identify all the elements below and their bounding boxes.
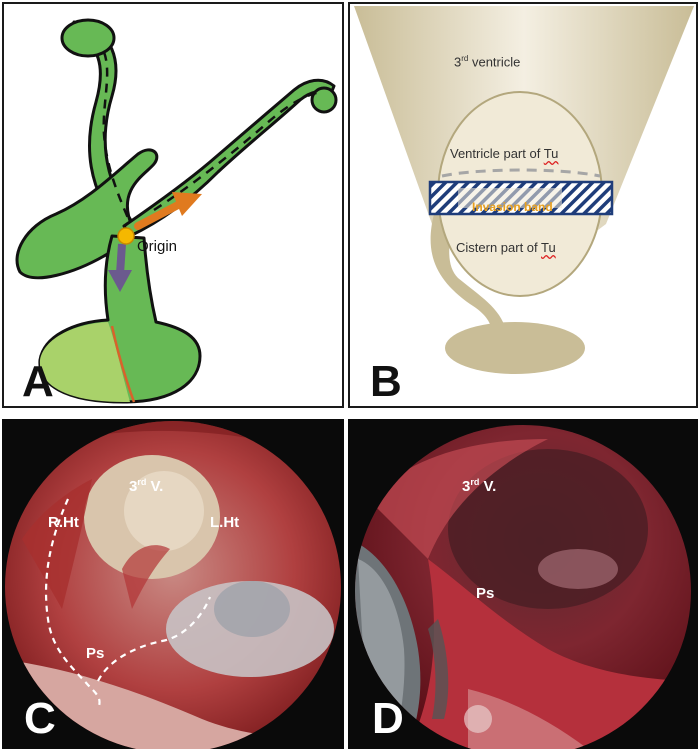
red-midline <box>110 325 136 403</box>
c-third-ventricle-label: 3rd V. <box>129 477 164 495</box>
orange-arrow <box>134 192 202 230</box>
pituitary-body <box>445 322 585 374</box>
ventricle-part-label: Ventricle part of Tu <box>450 146 559 161</box>
origin-label: Origin <box>137 238 178 255</box>
panel-c: 3rd V. R.Ht L.Ht Ps C <box>2 419 344 749</box>
purple-arrow <box>108 243 132 292</box>
panel-letter-d: D <box>372 694 404 743</box>
third-ventricle-label: 3rd ventricle <box>454 54 521 70</box>
right-branch-bulb <box>310 86 338 114</box>
panel-c-endoscopic-view <box>5 421 341 749</box>
panel-d: 3rd V. Ps D <box>348 419 698 749</box>
panel-a: Origin A <box>2 2 344 408</box>
c-dashed-outline <box>44 498 212 710</box>
left-branch-bulb <box>60 18 116 58</box>
panel-b: 3rd ventricle Ventricle part of Tu Invas… <box>348 2 698 408</box>
c-left-ht-label: L.Ht <box>210 514 240 531</box>
pituitary-lobe <box>39 322 130 402</box>
right-branch-dashes <box>153 90 321 212</box>
panel-letter-b: B <box>370 357 402 406</box>
panel-letter-c: C <box>24 694 56 743</box>
c-right-ht-label: R.Ht <box>48 514 79 531</box>
invasion-band-label: Invasion band <box>472 200 553 214</box>
left-branch-dashes <box>102 51 130 219</box>
panel-d-endoscopic-view <box>355 425 691 749</box>
panel-a-diagram <box>15 18 338 404</box>
cistern-part-label: Cistern part of Tu <box>456 240 556 255</box>
d-third-ventricle-label: 3rd V. <box>462 477 497 495</box>
origin-dot <box>117 227 135 245</box>
panel-letter-a: A <box>22 357 54 406</box>
d-ps-label: Ps <box>476 585 495 602</box>
band-upper-dashes <box>441 168 601 178</box>
lateral-lobe <box>15 148 159 280</box>
invasion-band <box>428 180 614 216</box>
panel-b-diagram <box>354 6 694 374</box>
c-ps-label: Ps <box>86 645 105 662</box>
